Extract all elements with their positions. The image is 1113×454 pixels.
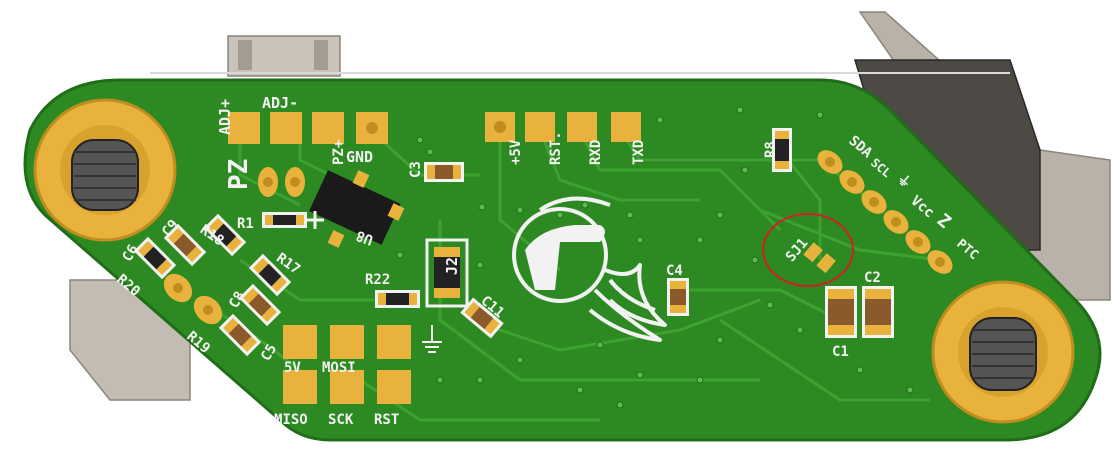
label-c4: C4 [666, 263, 683, 279]
left-passives [133, 213, 292, 357]
c3-part [424, 162, 464, 182]
label-c3: C3 [408, 161, 424, 178]
label-isp-rst: RST [374, 412, 399, 428]
mounting-hole-left [33, 98, 177, 242]
label-isp-sck: SCK [328, 412, 354, 428]
label-pz: PZ [224, 159, 254, 190]
smd-parts [133, 128, 894, 357]
c11-part [460, 297, 504, 339]
sj1-highlight-ring [762, 213, 854, 287]
sj1-part [803, 242, 836, 274]
c4-part [667, 278, 689, 316]
r22-part [375, 290, 420, 308]
r1-part [262, 211, 324, 229]
j2-part [425, 238, 469, 308]
label-r22: R22 [365, 272, 390, 288]
serial-pads [485, 112, 641, 142]
c1-part [825, 286, 857, 338]
label-r1: R1 [237, 216, 254, 232]
label-r8: R8 [763, 141, 779, 158]
label-c2: C2 [864, 270, 881, 286]
vias [296, 106, 914, 409]
pz-pads [258, 167, 305, 197]
label-isp-5v: 5V [284, 360, 301, 376]
label-u8: U8 [354, 227, 375, 248]
label-c5: C5 [258, 341, 280, 364]
isp-pads [283, 325, 442, 404]
connector-top-pads [228, 112, 388, 144]
label-plus-5v: +5V [508, 139, 524, 165]
label-adj-plus: ADJ+ [216, 99, 234, 135]
label-c1: C1 [832, 344, 849, 360]
label-rst-serial: RST. [548, 131, 564, 165]
label-c8: C8 [226, 289, 248, 312]
c2-part [862, 286, 894, 338]
label-txd: TXD [631, 140, 647, 165]
component-u8 [309, 170, 405, 248]
label-isp-miso: MISO [274, 412, 308, 428]
label-pz-plus: PZ+ [331, 140, 347, 165]
background-line [150, 72, 1010, 74]
label-gnd: GND [346, 148, 373, 166]
label-j2: J2 [443, 257, 461, 275]
housing-top-clip-slot [314, 40, 328, 70]
mounting-hole-right [931, 280, 1075, 424]
r8-part [772, 128, 792, 172]
label-adj-minus: ADJ- [262, 94, 298, 112]
housing-top-clip-slot [238, 40, 252, 70]
label-isp-mosi: MOSI [322, 360, 356, 376]
i2c-header-pads [817, 150, 953, 274]
label-rxd: RXD [588, 140, 604, 165]
flame-logo [512, 196, 667, 342]
label-c6: C6 [120, 242, 142, 265]
